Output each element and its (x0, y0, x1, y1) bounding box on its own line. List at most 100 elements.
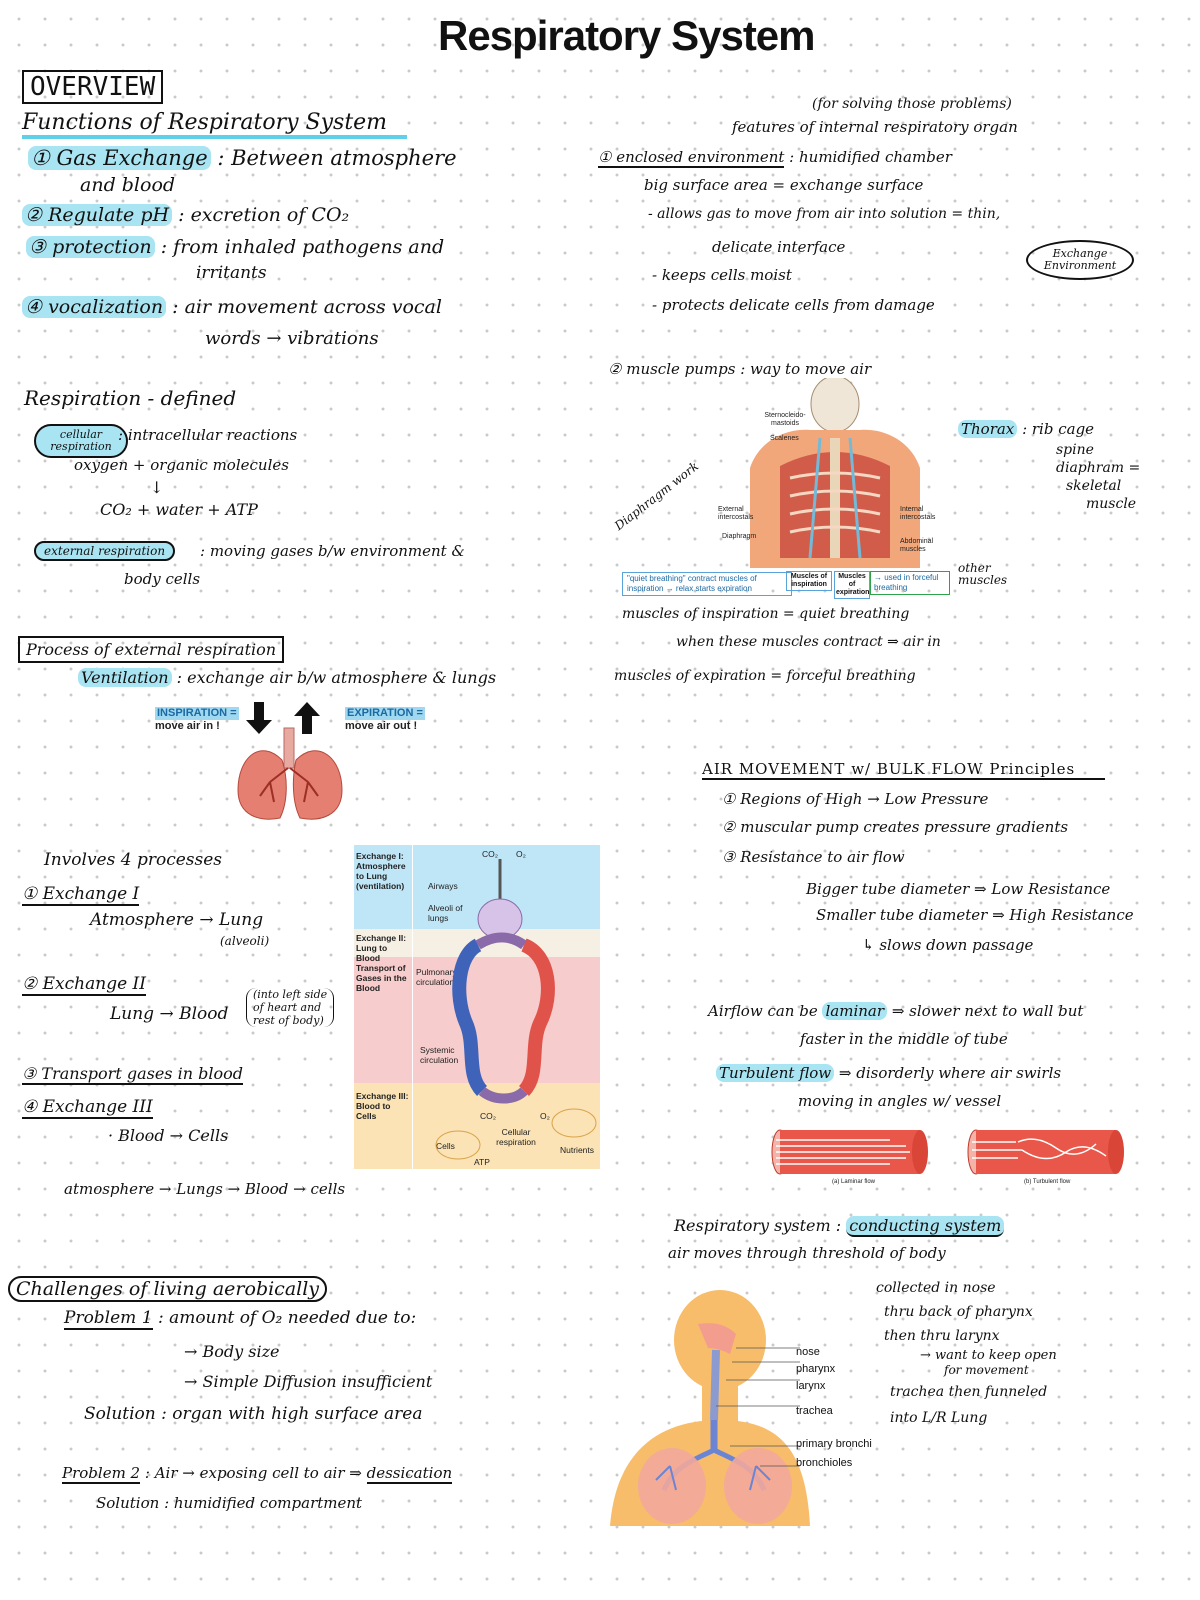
process-1-label: ① Exchange I (22, 884, 140, 906)
turbulent-text: ⇒ disorderly where air swirls (838, 1064, 1062, 1082)
pulmonary-label: Pulmonary circulation (416, 967, 457, 987)
equation-arrow: ↓ (150, 478, 164, 497)
ventilation-text: : exchange air b/w atmosphere & lungs (176, 668, 497, 687)
problem-1-b: → Simple Diffusion insufficient (184, 1372, 433, 1391)
expiration-muscles-box: Muscles of expiration (834, 571, 870, 599)
external-respiration-text: : moving gases b/w environment & (200, 542, 465, 560)
function-3-cont: irritants (196, 263, 267, 283)
process-1: ① Exchange I (22, 884, 140, 906)
laminar-line: Airflow can be laminar ⇒ slower next to … (708, 1002, 1083, 1020)
conducting-title-label: conducting system (846, 1216, 1005, 1237)
pharynx-label: pharynx (796, 1363, 836, 1375)
process-2-sub: Lung → Blood (110, 1004, 229, 1024)
nutrients-label: Nutrients (560, 1145, 595, 1155)
feature-1: ① enclosed environment : humidified cham… (598, 148, 952, 168)
cellular-respiration-label: cellular respiration (34, 424, 128, 458)
feature-1-label: ① enclosed environment (598, 148, 785, 168)
function-4-label: ④ vocalization (22, 296, 167, 318)
problem-2: Problem 2 : Air → exposing cell to air ⇒… (62, 1464, 453, 1484)
atp-label: ATP (474, 1157, 490, 1167)
expiration-sub: move air out ! (345, 720, 418, 732)
problem-2-label: Problem 2 (62, 1464, 141, 1484)
gas-exchange-diagram: Exchange I: Atmosphere to Lung (ventilat… (354, 845, 600, 1169)
solution-1-text: : organ with high surface area (161, 1404, 423, 1424)
exchange-1-label: Exchange I: Atmosphere to Lung (ventilat… (356, 851, 406, 891)
muscle-pumps-title: ② muscle pumps : way to move air (608, 360, 872, 378)
problem-1-a: → Body size (184, 1342, 280, 1361)
conducting-note-6: trachea then funneled (890, 1384, 1048, 1400)
function-4: ④ vocalization : air movement across voc… (22, 296, 442, 318)
larynx-label: larynx (796, 1380, 826, 1392)
laminar-flow-illustration (771, 1129, 928, 1175)
inspiration-title: INSPIRATION = (155, 707, 239, 720)
function-1-cont: and blood (80, 174, 176, 196)
turbulent-flow-illustration (967, 1129, 1124, 1175)
muscles-note-1: muscles of inspiration = quiet breathing (622, 606, 910, 622)
function-1: ① Gas Exchange : Between atmosphere (28, 146, 457, 170)
conducting-subtitle: air moves through threshold of body (668, 1244, 946, 1262)
function-3-label: ③ protection (26, 236, 155, 258)
feature-1-text: : humidified chamber (789, 148, 952, 166)
function-2-label: ② Regulate pH (22, 204, 173, 226)
airways-label: Airways (428, 881, 458, 891)
problem-1-label: Problem 1 (64, 1308, 153, 1330)
trachea-label: trachea (796, 1405, 833, 1417)
airflow-title: AIR MOVEMENT w/ BULK FLOW Principles (702, 760, 1106, 780)
external-respiration-label: external respiration (34, 541, 176, 561)
airflow-point-3-2: Smaller tube diameter ⇒ High Resistance (816, 906, 1134, 924)
thorax-block: Thorax : rib cage (958, 420, 1094, 438)
problem-2-text: : Air → exposing cell to air ⇒ (144, 1464, 362, 1482)
function-4-text: : air movement across vocal (172, 296, 442, 318)
co2-top-label: CO₂ (482, 849, 499, 859)
ventilation-line: Ventilation : exchange air b/w atmospher… (78, 668, 496, 687)
arrow-down-icon (246, 702, 272, 734)
laminar-cont: faster in the middle of tube (800, 1030, 1008, 1048)
cells-label: Cells (436, 1141, 455, 1151)
muscles-note-2: when these muscles contract ⇒ air in (676, 634, 941, 650)
conducting-note-7: into L/R Lung (890, 1410, 988, 1426)
feature-1-c: - keeps cells moist (652, 266, 792, 284)
solution-2-label: Solution (96, 1494, 160, 1512)
airflow-point-3-1: Bigger tube diameter ⇒ Low Resistance (806, 880, 1111, 898)
process-2-label: ② Exchange II (22, 974, 146, 996)
airway-anatomy-illustration (610, 1290, 810, 1526)
respiration-title: Respiration - defined (24, 386, 237, 410)
processes-title: Involves 4 processes (44, 850, 223, 870)
quiet-breathing-note: "quiet breathing" contract muscles of in… (622, 572, 792, 596)
process-4-sub: · Blood → Cells (108, 1126, 229, 1145)
process-chain: atmosphere → Lungs → Blood → cells (64, 1180, 346, 1198)
external-intercostals-label: External intercostals (718, 506, 754, 521)
alveoli-label: Alveoli of lungs (428, 903, 463, 923)
overview-header: OVERVIEW (22, 70, 164, 104)
airflow-point-2: ② muscular pump creates pressure gradien… (722, 818, 1069, 836)
process-1-sub: Atmosphere → Lung (90, 910, 264, 930)
laminar-intro: Airflow can be (708, 1002, 818, 1020)
process-4: ④ Exchange III (22, 1097, 153, 1119)
laminar-text: ⇒ slower next to wall but (891, 1002, 1084, 1020)
exchange-3-label: Exchange III: Blood to Cells (356, 1091, 409, 1121)
internal-intercostals-label: Internal intercostals (900, 506, 936, 521)
features-intro-2: features of internal respiratory organ (732, 118, 1018, 136)
forceful-breathing-note: → used in forceful breathing (870, 571, 950, 595)
problem-2-end: dessication (366, 1464, 453, 1484)
conducting-note-3: then thru larynx (884, 1328, 1000, 1344)
function-3: ③ protection : from inhaled pathogens an… (26, 236, 444, 258)
process-2-note-3: rest of body) (253, 1014, 324, 1027)
lungs-illustration (237, 702, 343, 820)
conducting-note-2: thru back of pharynx (884, 1304, 1033, 1320)
conducting-note-5: for movement (944, 1363, 1029, 1377)
conducting-title-intro: Respiratory system : (674, 1216, 842, 1235)
thorax-item-3: diaphram = (1056, 460, 1141, 476)
airflow-point-1: ① Regions of High → Low Pressure (722, 790, 989, 808)
exchange-environment-bubble: Exchange Environment (1026, 240, 1134, 280)
feature-1-d: - protects delicate cells from damage (652, 296, 935, 314)
diaphragm-work-note: Diaphragm work (612, 459, 702, 534)
inspiration-sub: move air in ! (155, 720, 220, 732)
problem-1: Problem 1 : amount of O₂ needed due to: (64, 1308, 416, 1330)
solution-2: Solution : humidified compartment (96, 1494, 362, 1512)
expiration-title: EXPIRATION = (345, 707, 425, 720)
other-muscles-note: other muscles (958, 561, 1008, 587)
conducting-note-1: collected in nose (876, 1280, 996, 1296)
challenges-title: Challenges of living aerobically (8, 1276, 328, 1302)
laminar-caption: (a) Laminar flow (832, 1179, 876, 1185)
